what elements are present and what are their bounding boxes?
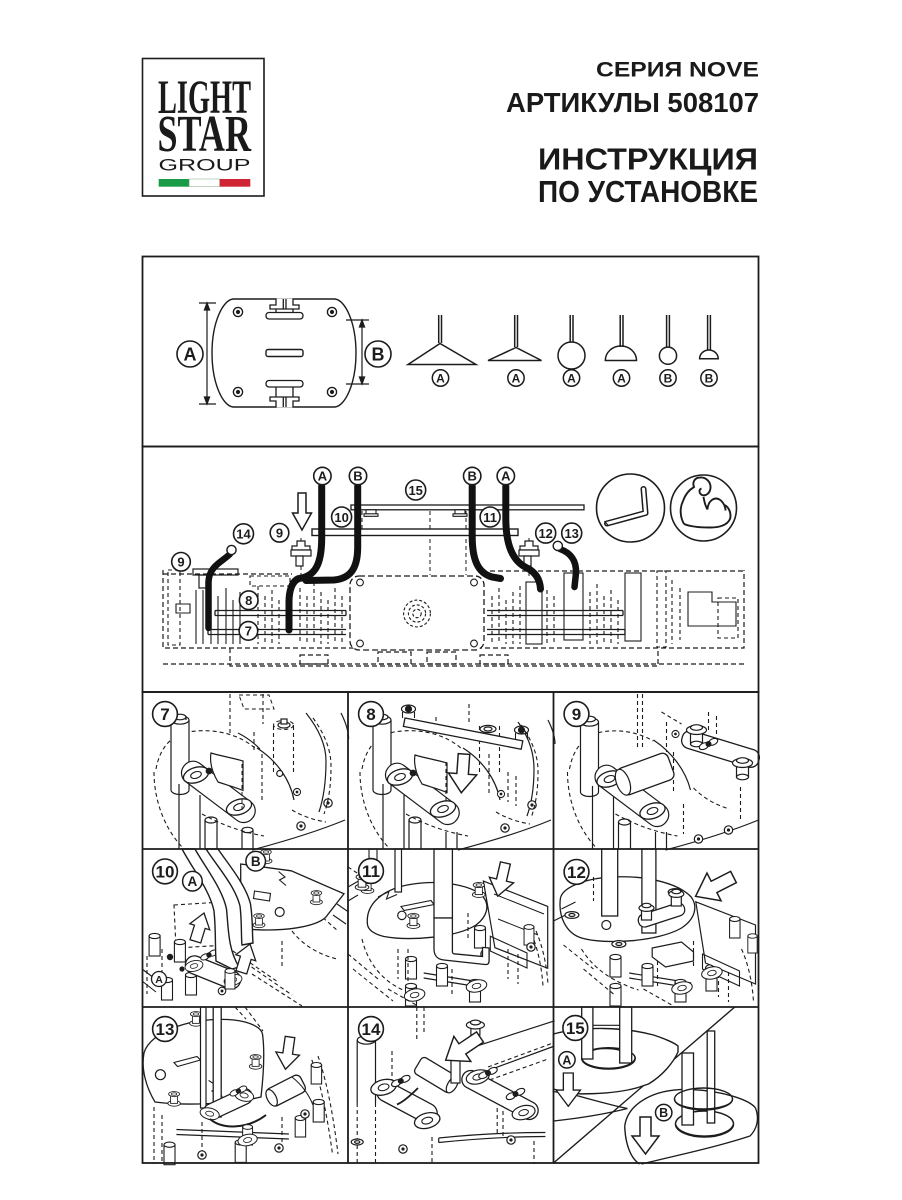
svg-text:A: A xyxy=(155,974,163,986)
svg-text:10: 10 xyxy=(334,510,348,525)
svg-text:ПО УСТАНОВКЕ: ПО УСТАНОВКЕ xyxy=(538,174,758,209)
svg-text:B: B xyxy=(251,854,261,869)
svg-text:A: A xyxy=(562,1053,571,1067)
svg-text:A: A xyxy=(318,469,328,484)
svg-text:12: 12 xyxy=(567,863,586,882)
svg-text:A: A xyxy=(436,371,445,385)
svg-text:8: 8 xyxy=(245,593,252,608)
svg-text:СЕРИЯ NOVE: СЕРИЯ NOVE xyxy=(596,57,759,81)
svg-text:A: A xyxy=(188,874,198,889)
svg-text:10: 10 xyxy=(156,862,175,881)
svg-text:A: A xyxy=(184,345,197,365)
svg-text:11: 11 xyxy=(483,510,497,525)
svg-text:15: 15 xyxy=(566,1019,585,1038)
svg-text:15: 15 xyxy=(408,483,422,498)
svg-text:B: B xyxy=(705,371,714,385)
svg-text:8: 8 xyxy=(366,705,375,724)
svg-text:14: 14 xyxy=(236,527,251,542)
svg-text:A: A xyxy=(501,469,511,484)
svg-text:LIGHT: LIGHT xyxy=(158,71,251,124)
svg-text:7: 7 xyxy=(160,705,169,724)
svg-text:13: 13 xyxy=(156,1020,175,1039)
svg-text:9: 9 xyxy=(276,526,283,541)
svg-text:A: A xyxy=(617,371,626,385)
svg-text:9: 9 xyxy=(572,705,581,724)
svg-text:9: 9 xyxy=(177,555,184,570)
svg-text:ИНСТРУКЦИЯ: ИНСТРУКЦИЯ xyxy=(538,142,758,177)
svg-text:13: 13 xyxy=(564,526,578,541)
svg-text:7: 7 xyxy=(245,624,252,639)
svg-text:A: A xyxy=(512,371,521,385)
svg-text:A: A xyxy=(567,371,576,385)
svg-text:GROUP: GROUP xyxy=(159,155,251,174)
svg-text:12: 12 xyxy=(538,526,552,541)
svg-text:АРТИКУЛЫ 508107: АРТИКУЛЫ 508107 xyxy=(506,87,759,118)
svg-text:B: B xyxy=(372,345,385,365)
svg-text:B: B xyxy=(664,371,673,385)
svg-text:STAR: STAR xyxy=(158,106,252,163)
svg-text:14: 14 xyxy=(362,1020,381,1039)
svg-text:B: B xyxy=(659,1106,668,1120)
svg-text:11: 11 xyxy=(362,862,380,881)
svg-text:B: B xyxy=(353,469,362,484)
svg-text:B: B xyxy=(468,469,477,484)
